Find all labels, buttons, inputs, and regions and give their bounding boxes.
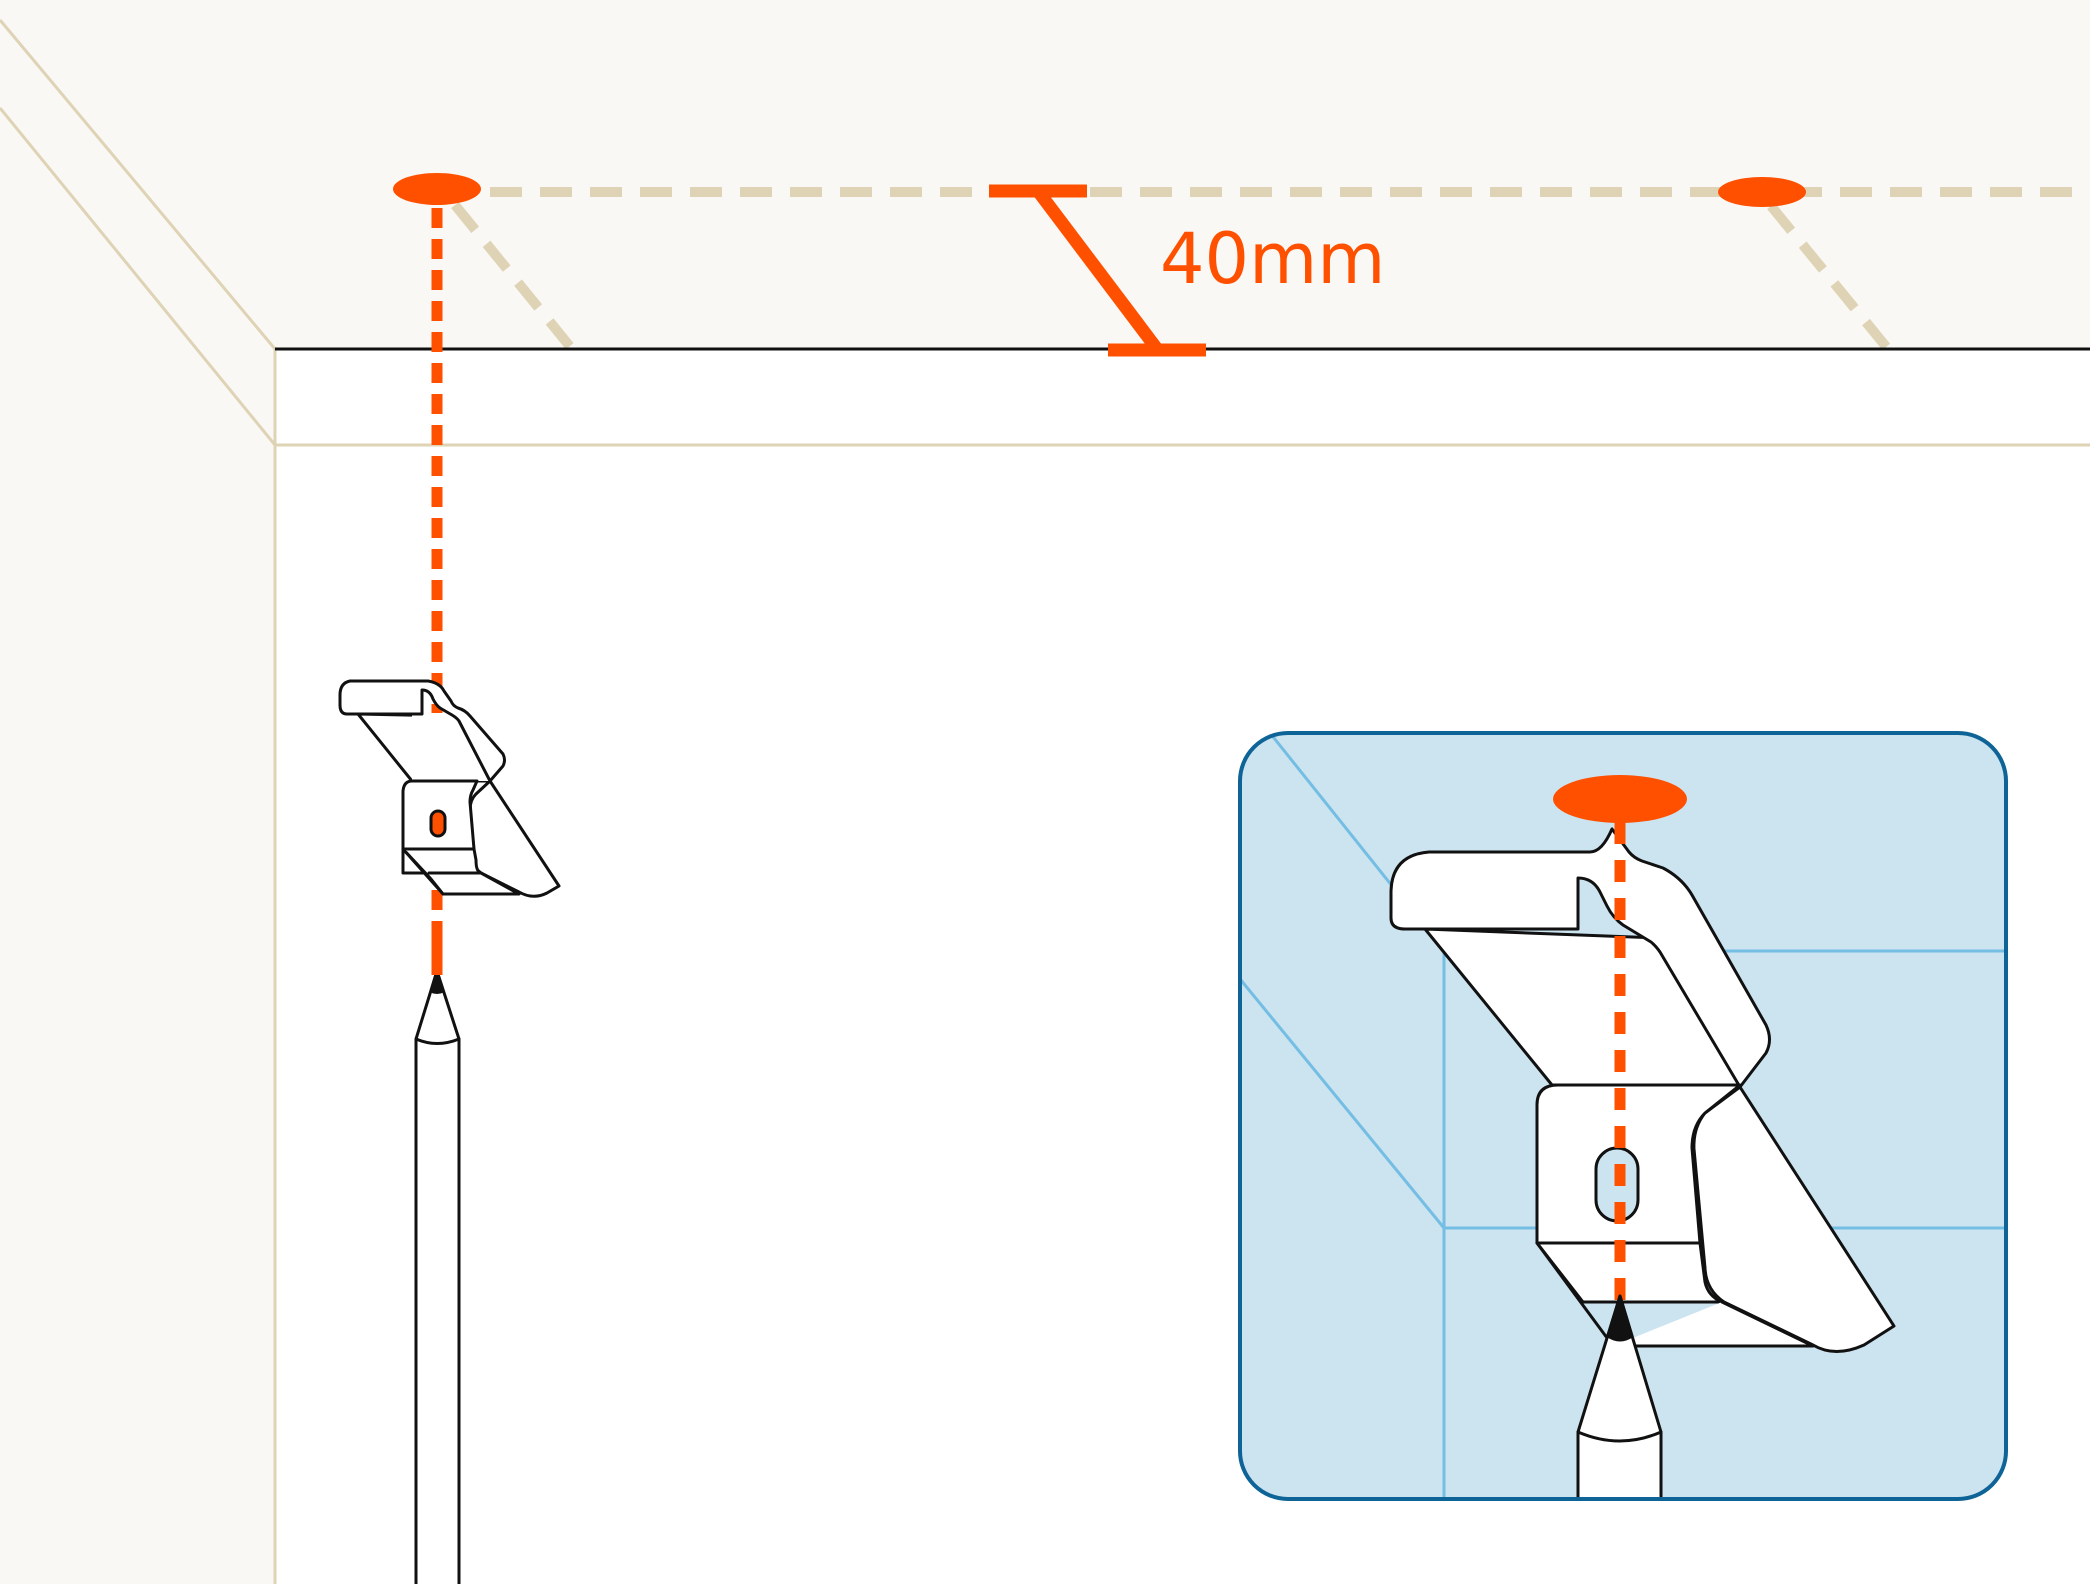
drill-mark-left (393, 173, 481, 205)
dimension-callout (989, 184, 1206, 357)
pencil-tip-wood (414, 969, 461, 1045)
inset-drill-mark (1553, 775, 1687, 823)
detail-inset (1238, 731, 2008, 1501)
inset-bracket-icon (1389, 827, 1896, 1353)
mounting-bracket-icon (338, 679, 561, 898)
dimension-label: 40mm (1160, 218, 1385, 300)
ceiling-surface (0, 0, 2090, 349)
pencil-lead (429, 969, 445, 994)
molding-corner-edge (0, 107, 277, 446)
bracket-slot-main (429, 809, 447, 838)
dimension-slanted-line (1032, 187, 1163, 353)
guide-lines (0, 19, 2090, 1584)
dashed-guides (451, 187, 2090, 353)
left-dashed-diagonal (451, 201, 576, 353)
pencil-icon (414, 969, 461, 1584)
inset-border (1238, 731, 2008, 1501)
right-dashed-diagonal (1767, 202, 1892, 353)
pencil-body (414, 1037, 461, 1584)
drill-mark-right (1718, 177, 1806, 207)
side-wall-surface (0, 20, 275, 1584)
ceiling-corner-edge (0, 19, 277, 350)
inset-content (1240, 733, 2006, 1499)
inset-pencil-icon (1576, 1294, 1663, 1499)
